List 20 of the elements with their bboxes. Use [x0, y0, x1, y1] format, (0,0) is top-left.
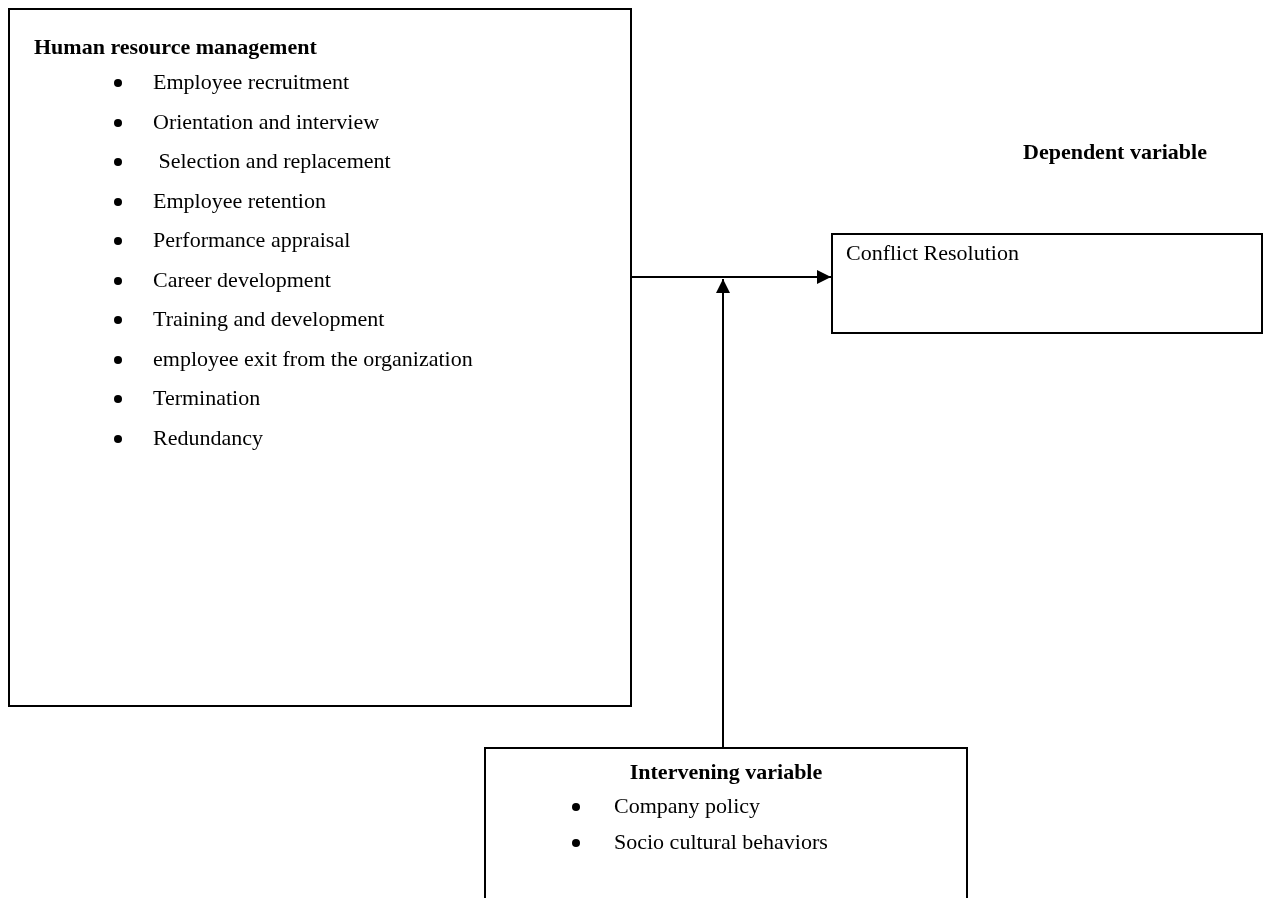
- arrow: [716, 278, 730, 748]
- list-item: Termination: [153, 385, 261, 411]
- list-item: Career development: [153, 266, 331, 293]
- heading: Intervening variable: [628, 759, 824, 785]
- list-item: Orientation and interview: [153, 108, 380, 135]
- list-item: Socio cultural behaviors: [614, 829, 828, 855]
- list-item: Training and development: [153, 306, 385, 332]
- arrow: [631, 270, 832, 284]
- list-item: Redundancy: [153, 424, 263, 451]
- list-item: Performance appraisal: [153, 227, 351, 253]
- list-item: employee exit from the organization: [153, 345, 473, 372]
- heading: Human resource management: [34, 34, 317, 60]
- variable-box: [484, 747, 968, 898]
- heading: Dependent variable: [1023, 139, 1207, 165]
- list-item: Employee recruitment: [153, 69, 350, 95]
- list-item: Selection and replacement: [157, 148, 391, 174]
- variable-text: Conflict Resolution: [846, 240, 1019, 266]
- list-item: Employee retention: [153, 187, 326, 214]
- variable-box: [8, 8, 632, 707]
- list-item: Company policy: [614, 793, 761, 819]
